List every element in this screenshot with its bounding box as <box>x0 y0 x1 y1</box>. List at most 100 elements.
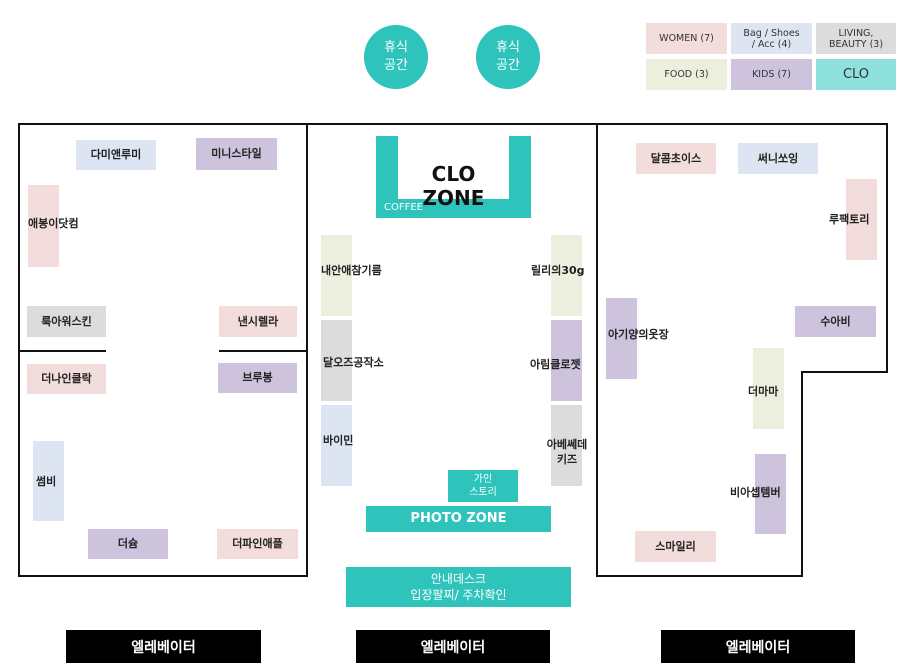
legend-living-line1: LIVING, <box>838 27 874 39</box>
shop-smile[interactable]: 스마일리 <box>635 531 716 562</box>
legend-food-label: FOOD (3) <box>664 69 709 80</box>
legend-kids-label: KIDS (7) <box>752 69 791 80</box>
shop-abbe-line2: 키즈 <box>556 453 578 466</box>
legend-clo-label: CLO <box>842 67 870 82</box>
shop-suabi[interactable]: 수아비 <box>795 306 876 337</box>
elevator-left-label: 엘레베이터 <box>131 639 196 656</box>
elevator-center[interactable]: 엘레베이터 <box>356 630 550 663</box>
shop-naean-label: 내안애참기름 <box>321 264 382 277</box>
shop-lilly[interactable] <box>551 235 582 316</box>
legend-kids: KIDS (7) <box>731 59 812 90</box>
shop-buymin[interactable] <box>321 405 352 486</box>
shop-abbe-line1: 아베쎄데 <box>546 438 588 451</box>
wall-right-top <box>596 123 888 125</box>
shop-aebong[interactable] <box>28 185 59 267</box>
shop-sseombi[interactable] <box>33 441 64 521</box>
shop-baby[interactable] <box>606 298 637 379</box>
shop-suabi-label: 수아비 <box>820 314 851 328</box>
legend-bag: Bag / Shoes/ Acc (4) <box>731 23 812 54</box>
shop-nancy-label: 낸시렐라 <box>237 314 279 328</box>
shop-theni-label: 더나인클락 <box>41 372 92 385</box>
photo-zone-label: PHOTO ZONE <box>410 511 507 526</box>
shop-mini[interactable]: 미니스타일 <box>196 138 277 170</box>
wall-center-top <box>306 123 598 125</box>
elevator-right[interactable]: 엘레베이터 <box>661 630 855 663</box>
shop-brubong-label: 브루봉 <box>242 371 273 384</box>
shop-nancy[interactable]: 낸시렐라 <box>219 306 297 337</box>
legend-living-line2: BEAUTY (3) <box>828 38 884 50</box>
info-desk-line1: 안내데스크 <box>430 572 487 586</box>
clo-zone-title: CLO ZONE <box>422 162 485 210</box>
legend-bag-line2: / Acc (4) <box>751 38 792 50</box>
elevator-right-label: 엘레베이터 <box>725 639 791 656</box>
rest-area-1-line1: 휴식 <box>384 40 408 55</box>
shop-lilly-label: 릴리의30g <box>531 264 585 277</box>
rest-area-2-line1: 휴식 <box>496 40 520 55</box>
shop-smile-label: 스마일리 <box>655 539 696 553</box>
legend-living: LIVING,BEAUTY (3) <box>816 23 896 54</box>
shop-brubong[interactable]: 브루봉 <box>218 363 297 393</box>
shop-bia-label: 비아셉템버 <box>730 486 781 499</box>
shop-dalcom-label: 달콤초이스 <box>650 151 702 165</box>
legend-food: FOOD (3) <box>646 59 727 90</box>
shop-theni[interactable]: 더나인클락 <box>27 364 106 394</box>
photo-zone: PHOTO ZONE <box>366 506 551 532</box>
shop-thepine[interactable]: 더파인애플 <box>217 529 298 559</box>
shop-naean[interactable] <box>321 235 352 316</box>
elevator-center-label: 엘레베이터 <box>420 639 486 656</box>
shop-gain-line2: 스토리 <box>469 487 497 498</box>
shop-deoshyum-label: 더슘 <box>117 537 139 550</box>
shop-ssuny[interactable]: 써니쏘잉 <box>738 143 818 174</box>
shop-dalcom[interactable]: 달콤초이스 <box>636 143 716 174</box>
shop-rupak[interactable] <box>846 179 877 260</box>
wall-left-top <box>18 123 308 125</box>
wall-right-step <box>801 371 888 373</box>
rest-area-1-line2: 공간 <box>384 58 408 73</box>
shop-bia[interactable] <box>755 454 786 534</box>
wall-left-bottom <box>18 575 308 577</box>
wall-right-bottom <box>596 575 803 577</box>
legend-bag-line1: Bag / Shoes <box>743 27 800 39</box>
shop-mini-label: 미니스타일 <box>211 147 262 160</box>
shop-rupak-label: 루팩토리 <box>829 213 870 226</box>
shop-arim-label: 아림클로젯 <box>530 358 581 371</box>
shop-deoshyum[interactable]: 더슘 <box>88 529 168 559</box>
info-desk-line2: 입장팔찌/ 주차확인 <box>410 588 507 602</box>
clo-zone-right-bar <box>509 136 531 218</box>
shop-dalos[interactable] <box>321 320 352 401</box>
shop-dami[interactable]: 다미앤루미 <box>76 140 156 170</box>
wall-center-right <box>596 123 598 577</box>
shop-sseombi-label: 썸비 <box>36 475 57 488</box>
shop-buymin-label: 바이민 <box>323 434 354 447</box>
shop-themama[interactable] <box>753 348 784 429</box>
shop-themama-label: 더마마 <box>748 385 779 398</box>
wall-right-outer <box>886 123 888 373</box>
clo-zone-left-bar <box>376 136 398 218</box>
clo-zone-coffee: COFFEE <box>384 202 423 213</box>
shop-aebong-label: 애봉이닷컴 <box>28 217 79 230</box>
legend-women: WOMEN (7) <box>646 23 727 54</box>
shop-abbe[interactable] <box>551 405 582 486</box>
wall-left-divider-b <box>219 350 308 352</box>
shop-dalos-label: 달오즈공작소 <box>323 356 384 369</box>
legend-clo: CLO <box>816 59 896 90</box>
shop-dami-label: 다미앤루미 <box>90 148 142 161</box>
shop-thepine-label: 더파인애플 <box>232 537 283 550</box>
elevator-left[interactable]: 엘레베이터 <box>66 630 261 663</box>
legend-women-label: WOMEN (7) <box>659 33 714 44</box>
shop-gain-line1: 가인 <box>473 474 493 485</box>
shop-lookau[interactable]: 룩아워스킨 <box>27 306 106 337</box>
shop-arim[interactable] <box>551 320 582 401</box>
shop-ssuny-label: 써니쏘잉 <box>757 151 799 165</box>
rest-area-2-line2: 공간 <box>496 58 520 73</box>
wall-right-inner <box>801 371 803 577</box>
shop-lookau-label: 룩아워스킨 <box>41 314 92 328</box>
clo-zone-bottom-bar <box>376 199 531 218</box>
wall-left-divider-a <box>18 350 106 352</box>
shop-abbe-label: 아베쎄데 키즈 <box>543 437 591 467</box>
shop-baby-label: 아기양의옷장 <box>608 328 669 341</box>
